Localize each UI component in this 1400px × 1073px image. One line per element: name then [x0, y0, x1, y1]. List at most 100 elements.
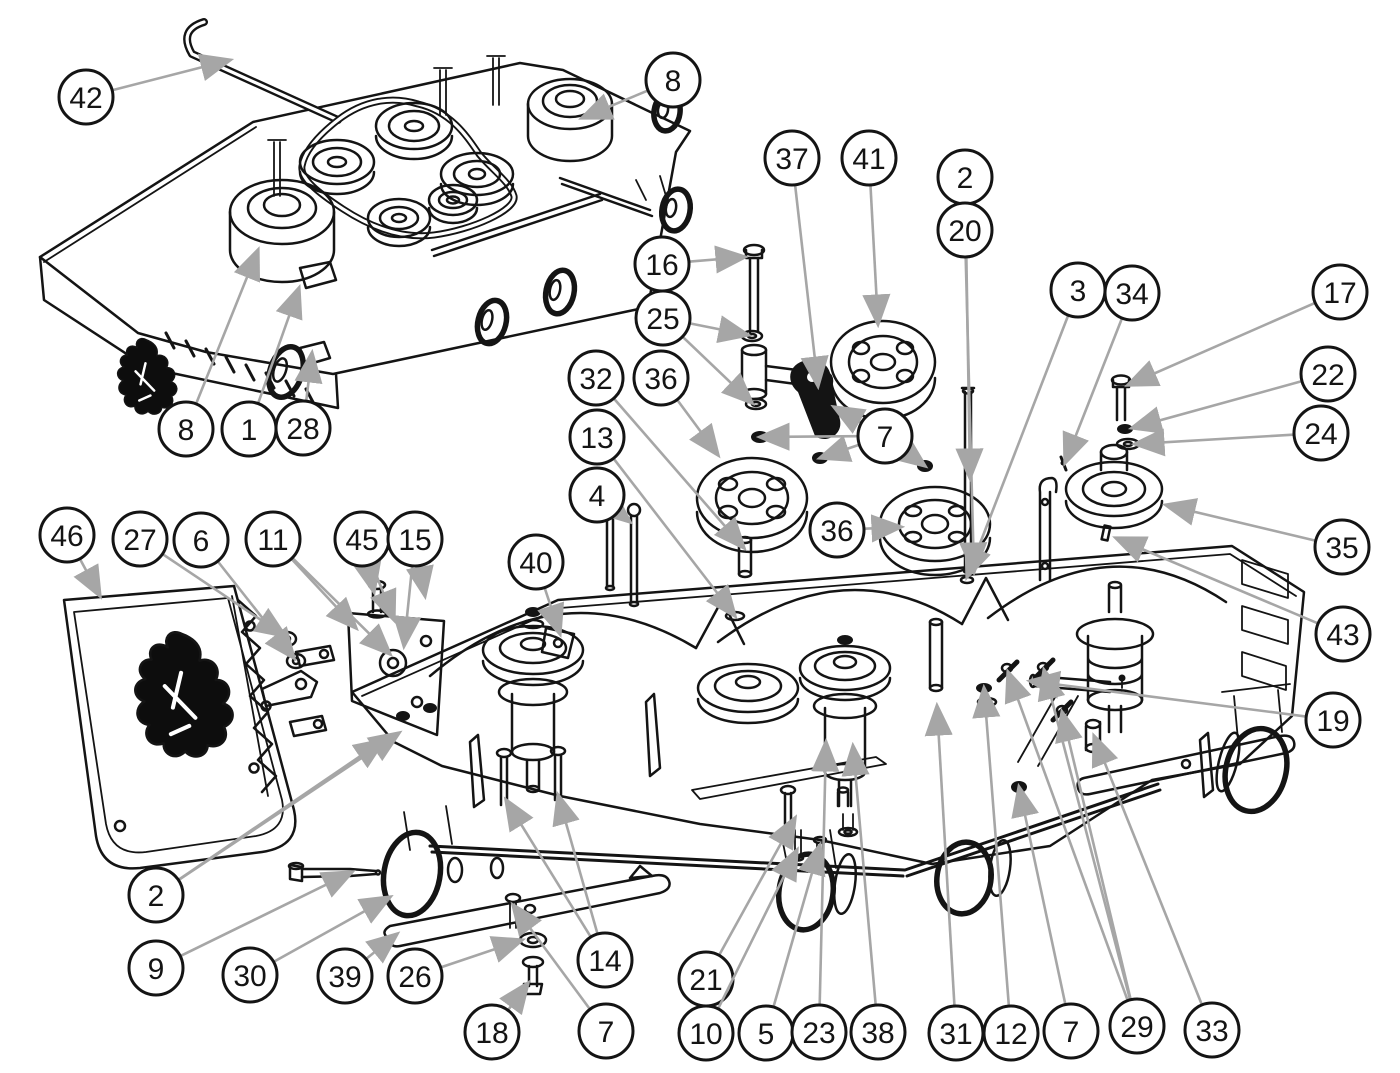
- callout-42-0: 42: [57, 53, 235, 126]
- callout-number-2: 2: [148, 880, 165, 913]
- callout-number-15: 15: [398, 524, 431, 557]
- callout-bubble-27: [111, 510, 169, 568]
- leader-line-14: [552, 790, 599, 934]
- idler-pulley-top: [829, 319, 937, 421]
- callout-number-3: 3: [1070, 275, 1087, 308]
- callout-number-8: 8: [178, 414, 195, 447]
- callout-number-12: 12: [994, 1018, 1027, 1051]
- callout-number-11: 11: [257, 524, 288, 557]
- leader-line-46: [73, 558, 103, 600]
- brand-logo-chute: [135, 632, 232, 756]
- callout-15-26: 15: [386, 510, 444, 651]
- callout-40-20: 40: [507, 533, 565, 639]
- leader-line-12: [972, 683, 1011, 1006]
- leader-line-37: [793, 185, 829, 391]
- callout-bubble-40: [507, 533, 565, 591]
- callout-number-38: 38: [861, 1017, 894, 1050]
- callout-8-1: 8: [578, 51, 702, 120]
- callout-number-24: 24: [1304, 418, 1337, 451]
- callout-bubble-18: [463, 1003, 521, 1061]
- callout-number-36: 36: [644, 363, 677, 396]
- callout-number-25: 25: [646, 303, 679, 336]
- leader-line-16: [689, 245, 750, 274]
- leader-line-10: [717, 846, 799, 1009]
- callout-number-5: 5: [758, 1018, 775, 1051]
- callout-24-12: 24: [1130, 404, 1350, 462]
- leader-line-4: [598, 492, 634, 525]
- callout-bubble-15: [386, 510, 444, 568]
- callout-13-15: 13: [568, 408, 738, 620]
- leader-line-29: [1055, 707, 1132, 1000]
- callout-number-2: 2: [957, 162, 974, 195]
- leader-line-34: [1062, 318, 1123, 467]
- callout-30-34: 30: [221, 894, 394, 1004]
- callout-10-41: 10: [677, 846, 799, 1062]
- callout-bubble-38: [849, 1003, 907, 1061]
- callout-number-10: 10: [689, 1018, 722, 1051]
- callout-number-34: 34: [1115, 278, 1148, 311]
- small-deck-wheels: [266, 90, 694, 400]
- leader-line-7: [892, 436, 929, 469]
- callout-8-16: 8: [157, 246, 261, 458]
- leader-line-7: [755, 422, 858, 451]
- leader-line-22: [1127, 380, 1302, 434]
- callout-29-48: 29: [1004, 665, 1166, 1055]
- callout-bubble-39: [316, 947, 374, 1005]
- callout-bubble-33: [1183, 1001, 1241, 1059]
- callout-bubble-6: [172, 511, 230, 569]
- leader-line-28: [294, 348, 323, 401]
- leader-line-29: [1037, 665, 1132, 1000]
- callout-number-13: 13: [580, 422, 613, 455]
- small-deck-shell: [38, 61, 692, 376]
- callout-number-46: 46: [50, 520, 83, 553]
- callout-number-22: 22: [1311, 359, 1344, 392]
- callout-bubble-36: [632, 349, 690, 407]
- callout-12-46: 12: [972, 683, 1040, 1062]
- callout-bubble-30: [221, 946, 279, 1004]
- callout-number-6: 6: [193, 525, 210, 558]
- callout-17-10: 17: [1124, 263, 1369, 387]
- callout-bubble-12: [982, 1004, 1040, 1062]
- leader-line-26: [441, 936, 527, 969]
- callout-number-1: 1: [241, 414, 258, 447]
- callout-bubble-13: [568, 408, 626, 466]
- brand-logo-small-deck: [116, 337, 179, 416]
- leader-line-17: [1124, 302, 1315, 387]
- callout-4-19: 4: [568, 466, 634, 525]
- callout-20-5: 20: [936, 201, 994, 577]
- callout-number-32: 32: [579, 363, 612, 396]
- callout-31-45: 31: [924, 701, 985, 1062]
- leader-line-40: [537, 588, 565, 639]
- leader-line-5: [772, 840, 826, 1007]
- leader-line-31: [924, 701, 956, 1006]
- callout-number-29: 29: [1120, 1011, 1153, 1044]
- callout-41-3: 41: [840, 129, 898, 329]
- callout-number-40: 40: [519, 547, 552, 580]
- leader-line-36: [676, 399, 721, 459]
- callout-39-35: 39: [316, 931, 401, 1005]
- callout-number-21: 21: [689, 964, 722, 997]
- callout-number-23: 23: [802, 1017, 835, 1050]
- callout-bubble-2: [127, 866, 185, 924]
- leader-line-7: [830, 404, 867, 434]
- callout-number-18: 18: [475, 1017, 508, 1050]
- main-deck-shell: [350, 544, 1306, 866]
- leader-line-24: [1130, 428, 1294, 457]
- leader-line-43: [1112, 536, 1318, 625]
- callout-bubble-19: [1304, 691, 1362, 749]
- callout-number-42: 42: [69, 82, 102, 115]
- callout-6-23: 6: [172, 511, 297, 662]
- spindle-cover-left: [228, 178, 338, 367]
- callout-bubble-36: [808, 501, 866, 559]
- leader-line-25: [690, 315, 753, 344]
- leader-line-41: [862, 185, 891, 329]
- callout-19-31: 19: [1025, 670, 1362, 749]
- leader-line-14: [503, 796, 592, 937]
- main-deck-assembly: [260, 243, 1306, 996]
- callout-bubble-20: [936, 201, 994, 259]
- callout-bubble-8: [644, 51, 702, 109]
- callout-bubble-41: [840, 129, 898, 187]
- leader-line-25: [682, 336, 756, 406]
